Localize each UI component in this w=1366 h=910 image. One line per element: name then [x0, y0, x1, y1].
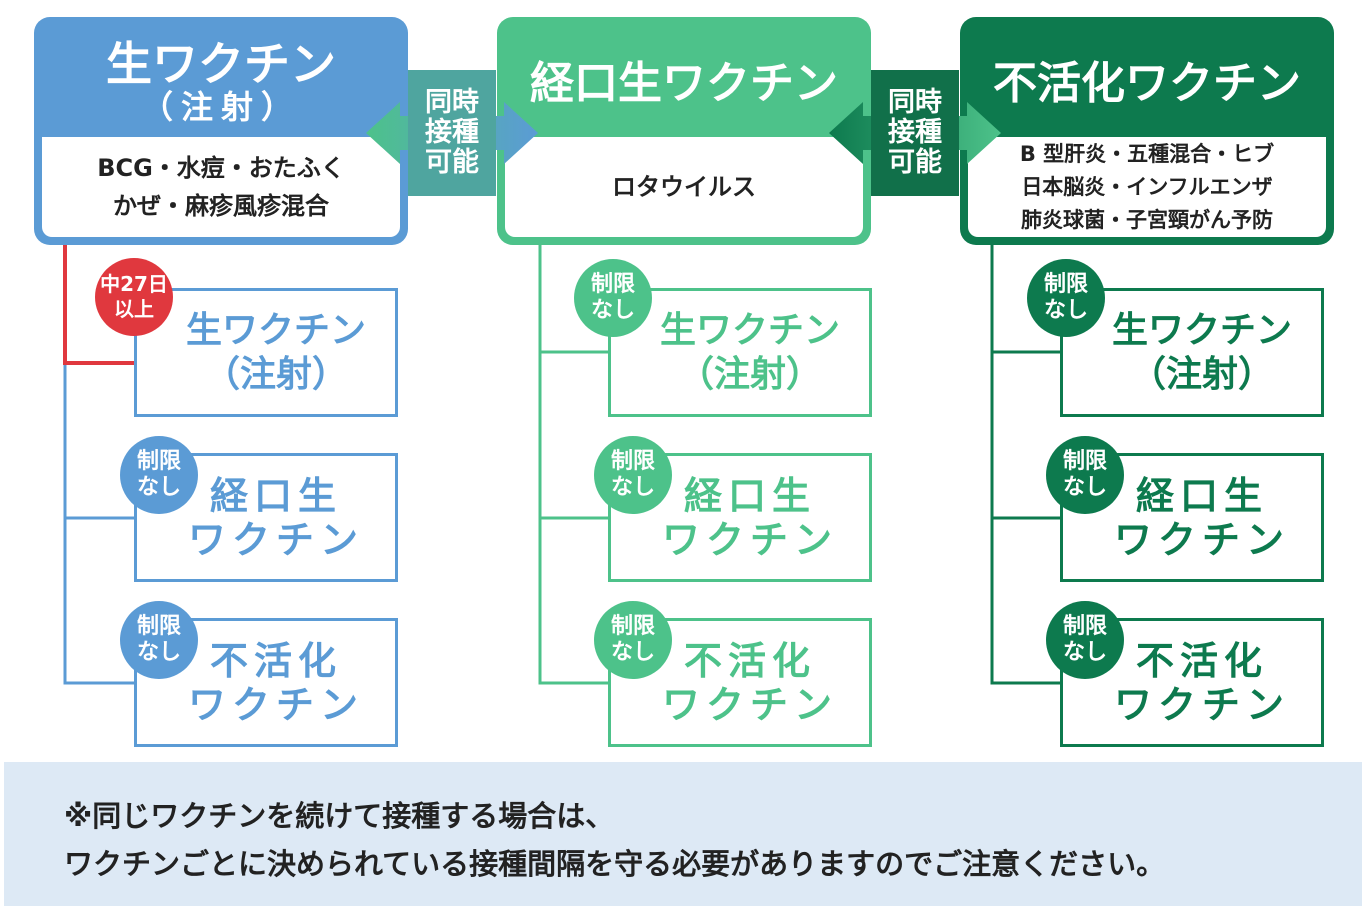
category-title: 生ワクチン [106, 37, 336, 91]
example-line: 肺炎球菌・子宮頸がん予防 [1021, 207, 1273, 232]
category-examples: B 型肝炎・五種混合・ヒブ 日本脳炎・インフルエンザ 肺炎球菌・子宮頸がん予防 [968, 137, 1326, 237]
no-limit-badge: 制限 なし [1046, 436, 1124, 514]
example-line: B 型肝炎・五種混合・ヒブ [1019, 141, 1275, 166]
category-title: 不活化ワクチン [993, 58, 1301, 109]
no-limit-badge: 制限 なし [1046, 601, 1124, 679]
category-inactivated: 不活化ワクチン B 型肝炎・五種混合・ヒブ 日本脳炎・インフルエンザ 肺炎球菌・… [960, 17, 1334, 245]
no-limit-badge: 制限 なし [594, 601, 672, 679]
target-box-live-injection: 生ワクチン （注射） [134, 288, 398, 417]
example-line: 日本脳炎・インフルエンザ [1021, 174, 1273, 199]
target-box-inactivated: 不活化 ワクチン [1060, 618, 1324, 747]
target-box-oral-live: 経口生 ワクチン [134, 453, 398, 582]
note-line: ワクチンごとに決められている接種間隔を守る必要がありますのでご注意ください。 [64, 847, 1166, 881]
interval-badge: 中27日 以上 [95, 258, 173, 336]
simultaneous-label: 同時 接種 可能 [888, 87, 942, 178]
no-limit-badge: 制限 なし [1027, 259, 1105, 337]
category-examples: BCG・水痘・おたふく かぜ・麻疹風疹混合 [42, 137, 400, 237]
category-oral-live: 経口生ワクチン ロタウイルス [497, 17, 871, 245]
caution-note: ※同じワクチンを続けて接種する場合は、 ワクチンごとに決められている接種間隔を守… [4, 762, 1362, 906]
target-box-live-injection: 生ワクチン （注射） [1060, 288, 1324, 417]
no-limit-badge: 制限 なし [594, 436, 672, 514]
example-line: ロタウイルス [612, 173, 756, 201]
no-limit-badge: 制限 なし [120, 436, 198, 514]
target-box-oral-live: 経口生 ワクチン [608, 453, 872, 582]
example-line: BCG・水痘・おたふく [97, 154, 345, 182]
double-arrow-icon [829, 70, 1001, 196]
tree-connectors [63, 245, 1062, 685]
note-line: ※同じワクチンを続けて接種する場合は、 [64, 799, 615, 833]
category-subtitle: （注射） [140, 88, 301, 126]
double-arrow-icon [366, 70, 538, 196]
no-limit-badge: 制限 なし [120, 601, 198, 679]
category-title: 経口生ワクチン [530, 58, 838, 109]
simultaneous-label: 同時 接種 可能 [425, 87, 479, 178]
example-line: かぜ・麻疹風疹混合 [113, 192, 329, 220]
category-examples: ロタウイルス [505, 137, 863, 237]
category-live-injection: 生ワクチン （注射） BCG・水痘・おたふく かぜ・麻疹風疹混合 [34, 17, 408, 245]
target-box-live-injection: 生ワクチン （注射） [608, 288, 872, 417]
target-box-oral-live: 経口生 ワクチン [1060, 453, 1324, 582]
no-limit-badge: 制限 なし [574, 259, 652, 337]
